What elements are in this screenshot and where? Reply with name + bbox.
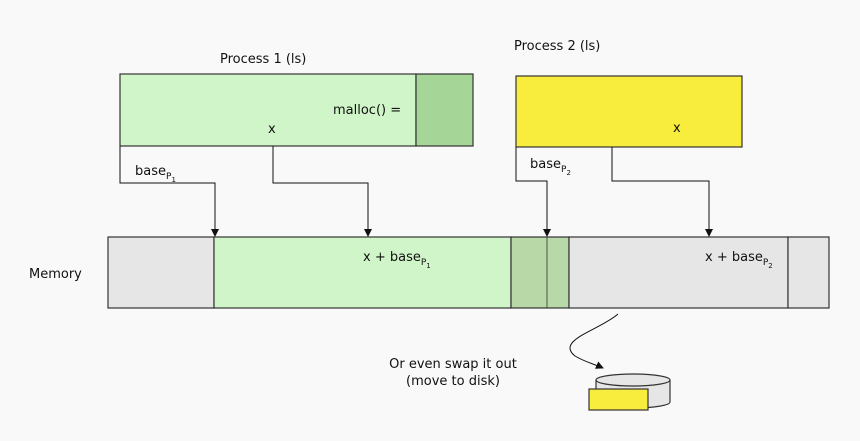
- process1-x-label: x: [268, 122, 276, 137]
- memory-free-right: [787, 236, 830, 309]
- process1-allocated-block: [415, 73, 474, 147]
- swap-text-line2: (move to disk): [406, 374, 500, 389]
- arrow-process1-x: [272, 146, 372, 237]
- memory-free-left: [107, 236, 215, 309]
- memory-process1-region: [213, 236, 512, 309]
- process2-title: Process 2 (ls): [514, 39, 600, 54]
- arrow-swap-out: [569, 313, 619, 369]
- arrow-process2-base: [515, 147, 551, 237]
- process2-x-label: x: [673, 121, 681, 136]
- process1-title: Process 1 (ls): [220, 52, 306, 67]
- swapped-block: [588, 388, 649, 411]
- memory-label: Memory: [29, 267, 82, 282]
- memory-process2-region: [568, 236, 789, 309]
- swap-text-line1: Or even swap it out: [389, 357, 517, 372]
- arrow-process2-x: [611, 147, 713, 237]
- arrow-process1-base: [119, 146, 219, 237]
- process1-address-space: [119, 73, 417, 147]
- process1-malloc-label: malloc() =: [333, 103, 401, 118]
- memory-shared-region: [510, 236, 570, 309]
- disk-top: [595, 373, 671, 387]
- process1-base-label: baseP1: [135, 164, 176, 184]
- memory-process2-addr-label: x + baseP2: [705, 250, 773, 270]
- process2-base-label: baseP2: [530, 157, 571, 177]
- process1-box: [119, 73, 474, 147]
- memory-bar: [107, 236, 830, 309]
- process2-address-space: [515, 75, 743, 148]
- memory-process1-addr-label: x + baseP1: [363, 250, 431, 270]
